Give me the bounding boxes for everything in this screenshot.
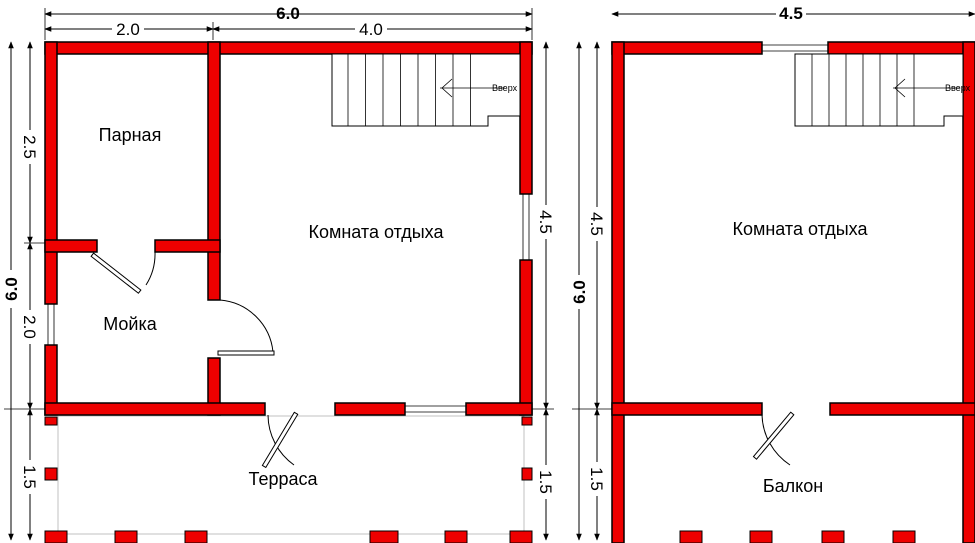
floor1-plan: 6.0 2.0 4.0 6.0 2.5 2.0 1.5 xyxy=(2,4,555,543)
dim2-top-total: 4.5 xyxy=(779,4,803,23)
dim-top-total: 6.0 xyxy=(276,4,300,23)
dim-top-right: 4.0 xyxy=(359,20,383,39)
floor1-walls xyxy=(44,41,533,543)
dim-top-left: 2.0 xyxy=(116,20,140,39)
stairs2-up-label: Вверх xyxy=(945,83,971,93)
floor2-windows xyxy=(762,44,828,52)
room-label-komnata: Комната отдыха xyxy=(309,222,445,242)
room-label-terrasa: Терраса xyxy=(248,469,318,489)
dim-left-bottom: 1.5 xyxy=(20,465,39,489)
room-label-parnaya: Парная xyxy=(99,125,162,145)
floor1-stairs: Вверх xyxy=(331,53,521,127)
room2-label-komnata: Комната отдыха xyxy=(733,219,869,239)
floor2-plan: 4.5 6.0 4.5 1.5 xyxy=(570,4,975,543)
dim2-left-bottom: 1.5 xyxy=(587,467,606,491)
floor1-top-dimensions: 6.0 2.0 4.0 xyxy=(44,4,533,40)
floor2-doors xyxy=(752,411,795,466)
room-label-moyka: Мойка xyxy=(103,314,158,334)
floor2-top-dimensions: 4.5 xyxy=(611,4,975,23)
floor1-doors xyxy=(90,251,299,469)
dim-left-top: 2.5 xyxy=(20,135,39,159)
dim-right-top: 4.5 xyxy=(536,210,555,234)
floor1-right-dimensions: 4.5 1.5 xyxy=(530,41,555,541)
floor2-walls xyxy=(611,41,975,543)
floor2-stairs: Вверх xyxy=(794,53,971,127)
floor1-left-dimensions: 6.0 2.5 2.0 1.5 xyxy=(2,41,48,541)
stairs-up-label: Вверх xyxy=(492,83,518,93)
dim-left-total: 6.0 xyxy=(2,277,21,301)
room2-label-balkon: Балкон xyxy=(763,476,823,496)
dim-left-mid: 2.0 xyxy=(20,315,39,339)
dim2-left-top: 4.5 xyxy=(587,212,606,236)
dim2-left-total: 6.0 xyxy=(570,280,589,304)
floor1-windows xyxy=(47,194,530,413)
dim-right-bottom: 1.5 xyxy=(536,470,555,494)
floor2-left-dimensions: 6.0 4.5 1.5 xyxy=(570,41,616,541)
